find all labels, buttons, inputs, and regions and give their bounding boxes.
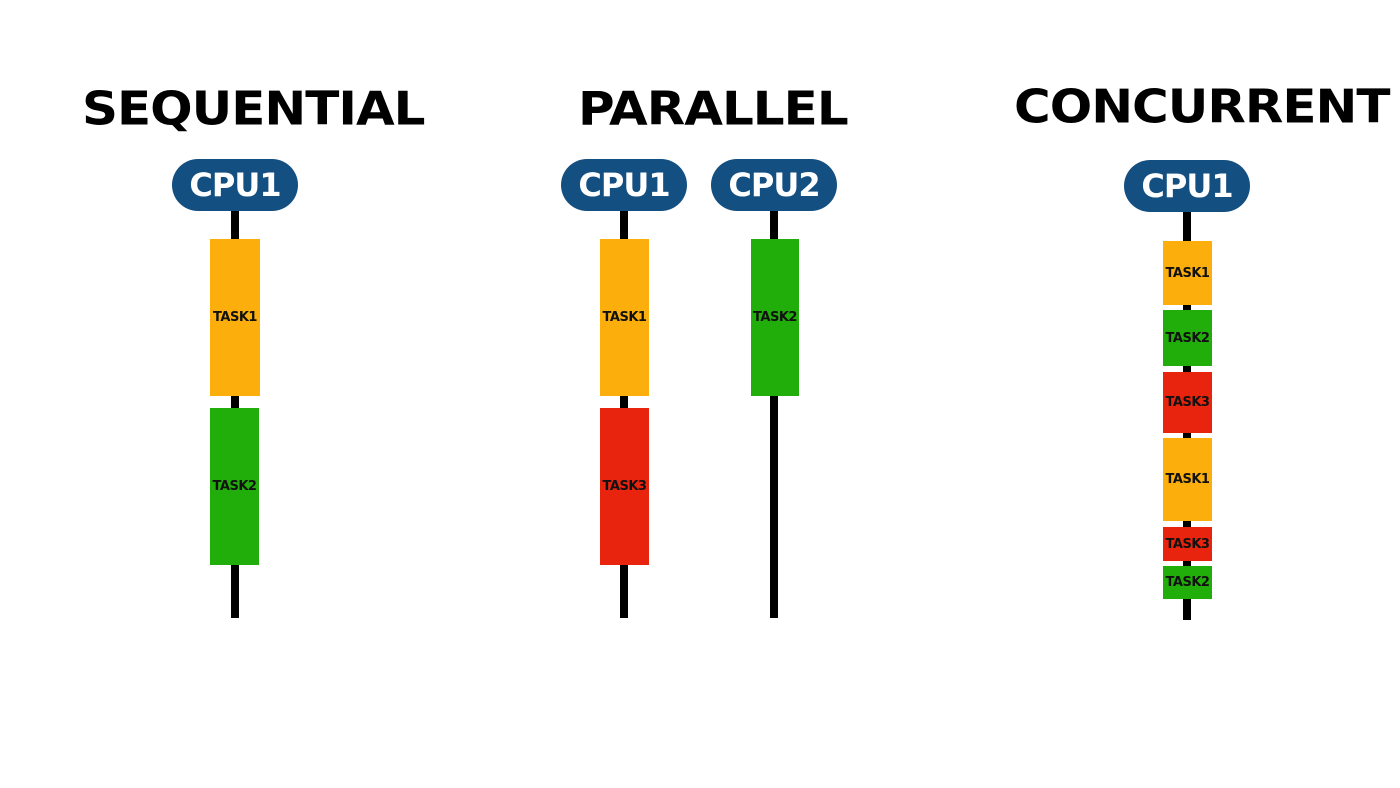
parallel-cpu1-task-block: TASK1: [600, 239, 649, 396]
concurrent-title: CONCURRENT: [1014, 80, 1390, 134]
concurrent-task-block: TASK1: [1163, 241, 1212, 305]
sequential-title: SEQUENTIAL: [82, 82, 426, 136]
parallel-cpu1-badge: CPU1: [561, 159, 687, 211]
parallel-cpu2-timeline: [770, 200, 778, 618]
sequential-task-block: TASK2: [210, 408, 259, 565]
concurrent-task-block: TASK1: [1163, 438, 1212, 521]
parallel-cpu2-badge: CPU2: [711, 159, 837, 211]
sequential-task-block: TASK1: [210, 239, 260, 396]
sequential-cpu1-badge: CPU1: [172, 159, 298, 211]
parallel-cpu2-task-block: TASK2: [751, 239, 799, 396]
concurrent-cpu1-badge: CPU1: [1124, 160, 1250, 212]
concurrent-task-block: TASK3: [1163, 527, 1212, 561]
concurrent-task-block: TASK2: [1163, 310, 1212, 366]
parallel-title: PARALLEL: [578, 82, 849, 136]
concurrent-task-block: TASK2: [1163, 566, 1212, 599]
concurrent-task-block: TASK3: [1163, 372, 1212, 433]
parallel-cpu1-task-block: TASK3: [600, 408, 649, 565]
